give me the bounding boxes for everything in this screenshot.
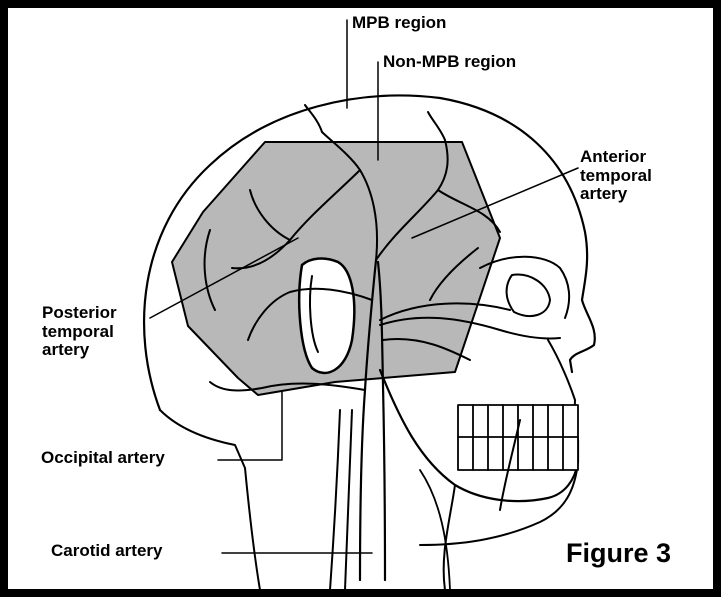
label-posterior-line-2: temporal [42,323,117,342]
cheekbone [480,257,569,318]
eye-socket [507,275,550,316]
head-illustration [8,8,713,589]
teeth [458,405,578,470]
back-of-neck [160,410,260,589]
label-anterior-line-1: Anterior [580,148,652,167]
leader-occipital [218,392,282,460]
label-non-mpb-region: Non-MPB region [383,53,516,72]
label-posterior-temporal-artery: Posterior temporal artery [42,304,117,360]
label-occipital-artery: Occipital artery [41,449,165,468]
diagram-frame: MPB region Non-MPB region Anterior tempo… [8,8,713,589]
label-carotid-artery: Carotid artery [51,542,162,561]
figure-title: Figure 3 [566,539,671,569]
label-anterior-temporal-artery: Anterior temporal artery [580,148,652,204]
jugular [330,410,340,589]
neck-vessel [345,410,352,589]
neck-front [420,470,450,589]
label-anterior-line-3: artery [580,185,652,204]
label-mpb-region: MPB region [352,14,446,33]
label-posterior-line-1: Posterior [42,304,117,323]
ear [299,258,354,373]
label-anterior-line-2: temporal [580,167,652,186]
label-posterior-line-3: artery [42,341,117,360]
